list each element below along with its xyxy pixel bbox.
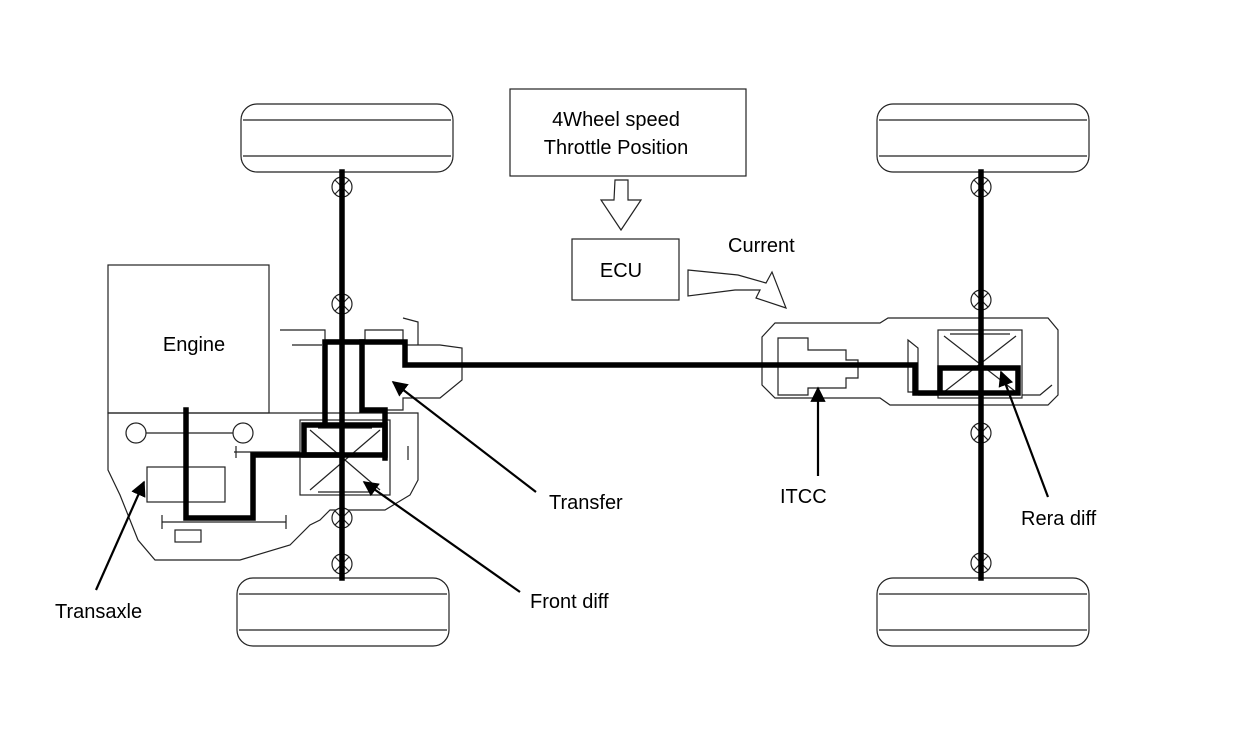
ecu-box: ECU — [571, 238, 680, 301]
wheel-rear-right — [876, 577, 1090, 647]
front-diff-leader-arrow — [362, 481, 521, 593]
current-label: Current — [728, 235, 795, 257]
wheel-front-right — [236, 577, 450, 647]
transaxle-pinion — [174, 529, 202, 543]
transaxle-bearing-right — [232, 422, 254, 444]
wheel-rear-left — [876, 103, 1090, 173]
front-diff-path — [301, 422, 388, 458]
rear-diff-label: Rera diff — [1021, 508, 1097, 530]
transaxle-bearing-left — [125, 422, 147, 444]
transfer-loop-path — [322, 339, 1021, 428]
transfer-label: Transfer — [549, 492, 623, 514]
engine-block — [107, 264, 270, 414]
transaxle-label: Transaxle — [55, 601, 142, 623]
ecu-label: ECU — [600, 260, 642, 282]
itcc-label: ITCC — [780, 486, 827, 508]
axle-joints — [331, 176, 992, 575]
itcc-clutch-pack — [777, 337, 859, 396]
signal-arrow-down-icon — [599, 179, 643, 232]
engine-label: Engine — [163, 334, 225, 356]
transaxle-leader-arrow — [94, 480, 146, 591]
front-diff-label: Front diff — [530, 591, 609, 613]
transaxle-housing — [107, 412, 419, 561]
current-arrow-icon — [687, 269, 788, 309]
transfer-leader-arrow — [391, 381, 537, 493]
rear-diff-leader-arrow — [998, 370, 1050, 498]
sensor-input-box: 4Wheel speed Throttle Position — [509, 88, 747, 177]
power-flow — [183, 169, 1021, 581]
wheel-front-left — [240, 103, 454, 173]
itcc-housing — [761, 317, 1059, 406]
transaxle-output-path — [183, 407, 345, 521]
sensor-label-throttle: Throttle Position — [544, 137, 689, 159]
sensor-label-wheel-speed: 4Wheel speed — [552, 109, 680, 131]
